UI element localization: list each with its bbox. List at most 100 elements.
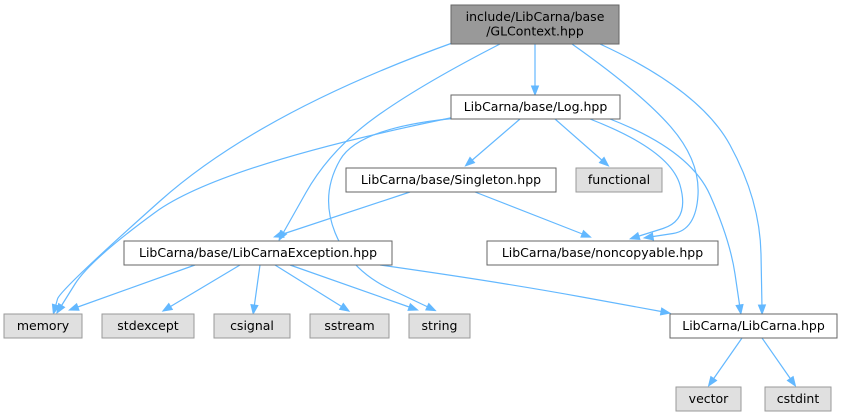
node-noncopyable[interactable]: LibCarna/base/noncopyable.hpp bbox=[486, 240, 719, 266]
edge-exception-to-libcarna bbox=[379, 264, 672, 316]
node-log[interactable]: LibCarna/base/Log.hpp bbox=[450, 94, 621, 120]
edge-root-to-noncopyable bbox=[571, 43, 699, 241]
node-root-box bbox=[450, 4, 620, 45]
edge-root-to-noncopyable-line bbox=[571, 43, 699, 238]
edge-root-to-log-arrowhead bbox=[530, 85, 540, 97]
node-exception[interactable]: LibCarna/base/LibCarnaException.hpp bbox=[123, 240, 393, 266]
edge-exception-to-csignal-arrowhead bbox=[250, 303, 259, 316]
edge-root-to-noncopyable-arrowhead bbox=[642, 232, 655, 241]
edge-root-to-libcarna-arrowhead bbox=[757, 304, 767, 316]
edge-libcarna-to-vector bbox=[707, 337, 743, 388]
node-functional-box bbox=[575, 167, 663, 193]
node-sstream: sstream bbox=[309, 313, 390, 339]
edge-root-to-exception-line bbox=[281, 43, 501, 236]
edge-exception-to-stdexcept bbox=[161, 264, 241, 312]
edge-singleton-to-noncopyable-line bbox=[474, 191, 586, 236]
edge-exception-to-string bbox=[289, 264, 419, 311]
edge-exception-to-string-line bbox=[289, 264, 413, 309]
edge-log-to-string-arrowhead bbox=[425, 302, 437, 312]
node-singleton-box bbox=[345, 167, 557, 193]
node-exception-box bbox=[123, 240, 393, 266]
edge-singleton-to-exception-line bbox=[279, 191, 411, 236]
node-singleton-label-0: LibCarna/base/Singleton.hpp bbox=[361, 172, 541, 187]
node-libcarna[interactable]: LibCarna/LibCarna.hpp bbox=[669, 313, 838, 339]
node-string-label-0: string bbox=[422, 318, 458, 333]
edge-root-to-memory-arrowhead bbox=[51, 303, 61, 316]
node-noncopyable-box bbox=[486, 240, 719, 266]
node-layer: include/LibCarna/base/GLContext.hppLibCa… bbox=[3, 4, 838, 412]
edge-exception-to-libcarna-line bbox=[379, 264, 665, 313]
node-csignal-box bbox=[213, 313, 291, 339]
edge-libcarna-to-cstdint bbox=[761, 337, 797, 388]
edge-libcarna-to-cstdint-line bbox=[761, 337, 793, 382]
node-log-box bbox=[450, 94, 621, 120]
node-vector: vector bbox=[675, 386, 742, 412]
node-libcarna-box bbox=[669, 313, 838, 339]
edge-root-to-memory bbox=[51, 41, 456, 316]
edge-root-to-memory-line bbox=[54, 41, 456, 309]
edge-log-to-memory bbox=[56, 116, 456, 315]
edge-exception-to-stdexcept-arrowhead bbox=[161, 302, 174, 312]
edge-log-to-functional-arrowhead bbox=[598, 156, 610, 167]
node-exception-label-0: LibCarna/base/LibCarnaException.hpp bbox=[139, 245, 377, 260]
node-root-label-0: include/LibCarna/base bbox=[466, 9, 605, 24]
edge-log-to-memory-line bbox=[59, 116, 456, 309]
edge-exception-to-memory-arrowhead bbox=[68, 302, 80, 311]
edge-exception-to-csignal-line bbox=[253, 264, 261, 309]
node-cstdint: cstdint bbox=[764, 386, 832, 412]
node-stdexcept-box bbox=[101, 313, 195, 339]
node-root-label-1: /GLContext.hpp bbox=[486, 24, 584, 39]
edge-singleton-to-exception-arrowhead bbox=[272, 229, 285, 238]
edge-exception-to-sstream-line bbox=[274, 264, 345, 309]
edge-log-to-functional bbox=[554, 118, 610, 167]
edge-log-to-libcarna-line bbox=[609, 118, 741, 309]
node-memory-box bbox=[3, 313, 83, 339]
edge-root-to-exception bbox=[278, 43, 501, 242]
edge-libcarna-to-cstdint-arrowhead bbox=[786, 375, 797, 388]
edge-exception-to-sstream-arrowhead bbox=[338, 302, 351, 312]
node-sstream-box bbox=[309, 313, 390, 339]
edge-exception-to-string-arrowhead bbox=[407, 302, 419, 311]
node-vector-box bbox=[675, 386, 742, 412]
node-noncopyable-label-0: LibCarna/base/noncopyable.hpp bbox=[502, 245, 703, 260]
edge-layer bbox=[51, 41, 797, 388]
node-vector-label-0: vector bbox=[689, 391, 730, 406]
node-sstream-label-0: sstream bbox=[324, 318, 374, 333]
edge-exception-to-memory bbox=[68, 264, 196, 311]
edge-log-to-libcarna-arrowhead bbox=[735, 303, 744, 316]
node-libcarna-label-0: LibCarna/LibCarna.hpp bbox=[682, 318, 825, 333]
node-csignal-label-0: csignal bbox=[230, 318, 274, 333]
edge-exception-to-csignal bbox=[250, 264, 261, 316]
edge-log-to-noncopyable bbox=[589, 118, 684, 240]
edge-log-to-noncopyable-arrowhead bbox=[628, 231, 641, 240]
node-string-box bbox=[408, 313, 471, 339]
node-cstdint-label-0: cstdint bbox=[777, 391, 820, 406]
node-stdexcept: stdexcept bbox=[101, 313, 195, 339]
node-stdexcept-label-0: stdexcept bbox=[117, 318, 178, 333]
edge-log-to-singleton-arrowhead bbox=[464, 156, 476, 167]
node-functional: functional bbox=[575, 167, 663, 193]
edge-log-to-libcarna bbox=[609, 118, 744, 316]
edge-root-to-log bbox=[530, 44, 540, 97]
edge-log-to-singleton-line bbox=[469, 118, 521, 163]
node-memory: memory bbox=[3, 313, 83, 339]
edge-log-to-functional-line bbox=[554, 118, 605, 163]
edge-exception-to-sstream bbox=[274, 264, 351, 312]
node-string: string bbox=[408, 313, 471, 339]
node-root[interactable]: include/LibCarna/base/GLContext.hpp bbox=[450, 4, 620, 45]
edge-exception-to-libcarna-arrowhead bbox=[659, 307, 672, 316]
edge-singleton-to-exception bbox=[272, 191, 411, 238]
edge-singleton-to-noncopyable bbox=[474, 191, 592, 238]
node-memory-label-0: memory bbox=[17, 318, 70, 333]
edge-singleton-to-noncopyable-arrowhead bbox=[580, 229, 592, 238]
node-cstdint-box bbox=[764, 386, 832, 412]
edge-exception-to-stdexcept-line bbox=[167, 264, 241, 309]
edge-log-to-string bbox=[327, 116, 471, 312]
edge-root-to-libcarna bbox=[599, 43, 767, 316]
edge-exception-to-memory-line bbox=[74, 264, 196, 309]
edge-log-to-memory-arrowhead bbox=[56, 302, 66, 315]
node-singleton[interactable]: LibCarna/base/Singleton.hpp bbox=[345, 167, 557, 193]
edge-log-to-string-line bbox=[327, 116, 471, 309]
edge-libcarna-to-vector-arrowhead bbox=[707, 375, 718, 388]
